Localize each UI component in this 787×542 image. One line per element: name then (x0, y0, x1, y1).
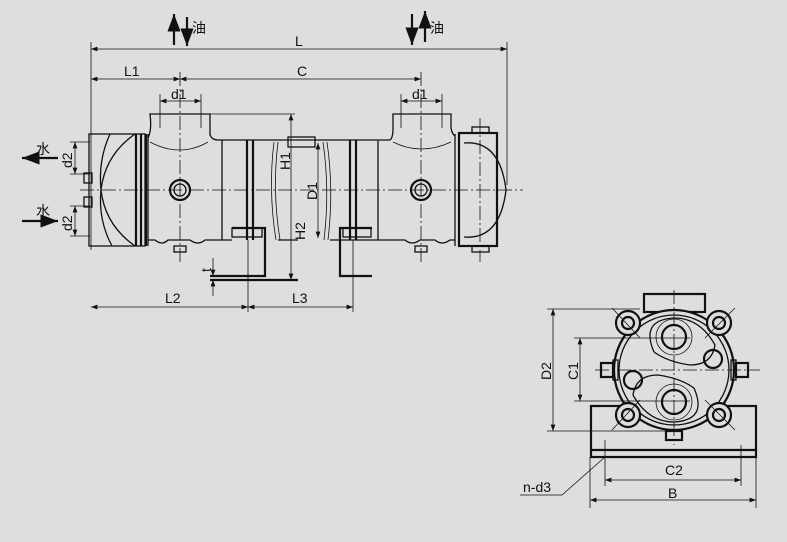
water-flow: 水 水 d2 d2 (22, 141, 90, 237)
dim-C2: C2 (665, 462, 683, 478)
dim-H1: H1 (277, 152, 293, 170)
dim-D1: D1 (304, 182, 320, 200)
dim-B: B (668, 485, 677, 501)
oil-label-right: 油 (430, 20, 444, 36)
cooler-end-view: D2 C1 C2 B n-d3 (520, 290, 760, 508)
vertical-dimensions: H1 D1 H2 t (198, 113, 321, 296)
dim-d2-top: d2 (59, 152, 75, 168)
top-dimensions: L L1 C d1 d1 (90, 33, 508, 250)
dim-d2-bottom: d2 (59, 215, 75, 231)
dim-C: C (297, 63, 307, 79)
dim-L: L (295, 33, 303, 49)
cooler-body-side-view (80, 72, 523, 282)
oil-flow-arrows: 油 油 (167, 11, 444, 46)
dim-H2: H2 (292, 222, 308, 240)
dim-D2: D2 (538, 362, 554, 380)
dim-n-d3: n-d3 (523, 479, 551, 495)
water-label-out: 水 (36, 141, 50, 157)
oil-label-left: 油 (192, 20, 206, 36)
bottom-dimensions: L2 L3 (91, 240, 354, 312)
dim-L2: L2 (165, 290, 181, 306)
dim-d1-left: d1 (171, 86, 187, 102)
water-label-in: 水 (36, 203, 50, 219)
dim-L1: L1 (124, 63, 140, 79)
dim-C1: C1 (565, 362, 581, 380)
dim-d1-right: d1 (412, 86, 428, 102)
dim-t: t (198, 268, 214, 272)
dim-L3: L3 (292, 290, 308, 306)
